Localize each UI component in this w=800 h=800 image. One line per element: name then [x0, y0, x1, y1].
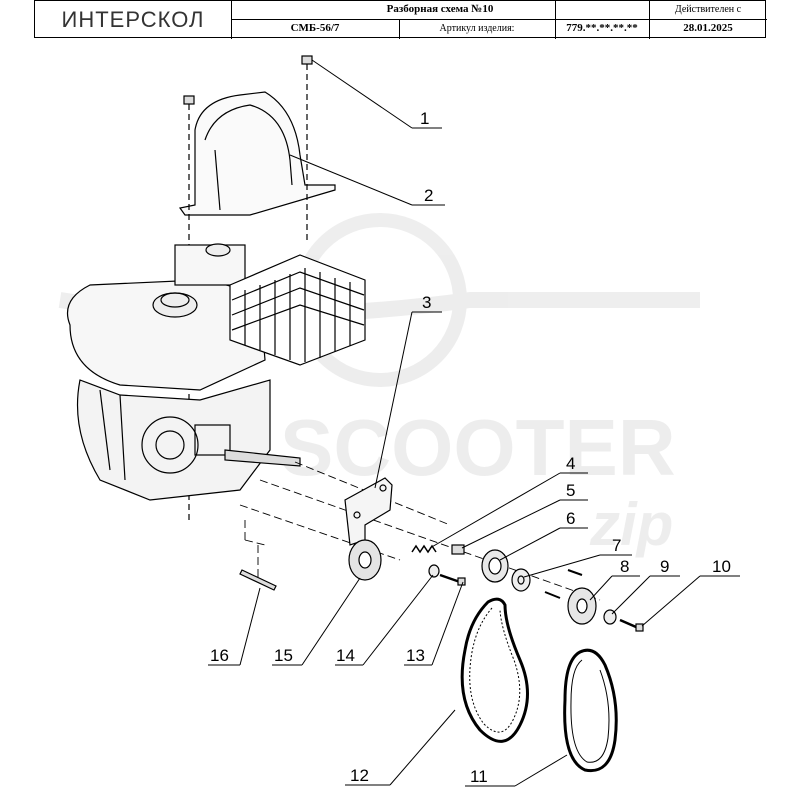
- article-value: 779.**.**.**.**: [566, 22, 638, 34]
- valid-from-label: Действителен с: [674, 4, 742, 15]
- callout-14: 14: [336, 646, 355, 665]
- belt-toothed: [460, 597, 529, 743]
- roller-washer: [428, 564, 440, 578]
- callout-16: 16: [210, 646, 229, 665]
- callout-11: 11: [470, 767, 488, 786]
- engine: [66, 243, 366, 501]
- drive-pulley: [481, 549, 509, 583]
- tensioner-bracket: [344, 477, 393, 546]
- callout-7: 7: [612, 536, 621, 555]
- washer-large: [511, 568, 583, 592]
- callout-3: 3: [422, 293, 431, 312]
- shaft-key: [239, 569, 277, 591]
- model-name: СМБ-56/7: [290, 22, 340, 34]
- callout-4: 4: [566, 454, 575, 473]
- callout-2: 2: [424, 186, 433, 205]
- watermark-script: zip: [589, 491, 673, 558]
- valid-from-date: 28.01.2025: [683, 22, 733, 34]
- assembly-axes: [239, 461, 601, 601]
- callout-5: 5: [566, 481, 575, 500]
- muffler-guard: [229, 254, 366, 366]
- callout-labels: 1 2 3 4 5 6 7 8 9 10 11 12 13 14 15 16: [210, 109, 731, 786]
- bolt-pulley: [619, 618, 644, 632]
- callout-1: 1: [420, 109, 429, 128]
- article-label: Артикул изделия:: [439, 23, 515, 34]
- callout-6: 6: [566, 509, 575, 528]
- spring: [411, 544, 437, 554]
- idler-roller: [348, 539, 382, 581]
- brand-logo: ИНТЕРСКОЛ: [61, 7, 205, 32]
- callout-13: 13: [406, 646, 425, 665]
- callout-15: 15: [274, 646, 293, 665]
- driven-pulley: [544, 587, 597, 625]
- sheet-title: Разборная схема №10: [386, 3, 494, 15]
- callout-12: 12: [350, 766, 369, 785]
- v-belt: [563, 648, 618, 773]
- callout-9: 9: [660, 557, 669, 576]
- title-block: ИНТЕРСКОЛ Разборная схема №10 Действител…: [34, 0, 767, 39]
- exploded-diagram: SCOOTER zip: [58, 55, 740, 787]
- nut-small: [451, 544, 465, 555]
- roller-bolt: [439, 573, 466, 586]
- callout-8: 8: [620, 557, 629, 576]
- leader-lines: [208, 59, 740, 787]
- belt-guard: [178, 91, 336, 216]
- watermark-text: SCOOTER: [280, 403, 676, 492]
- callout-10: 10: [712, 557, 731, 576]
